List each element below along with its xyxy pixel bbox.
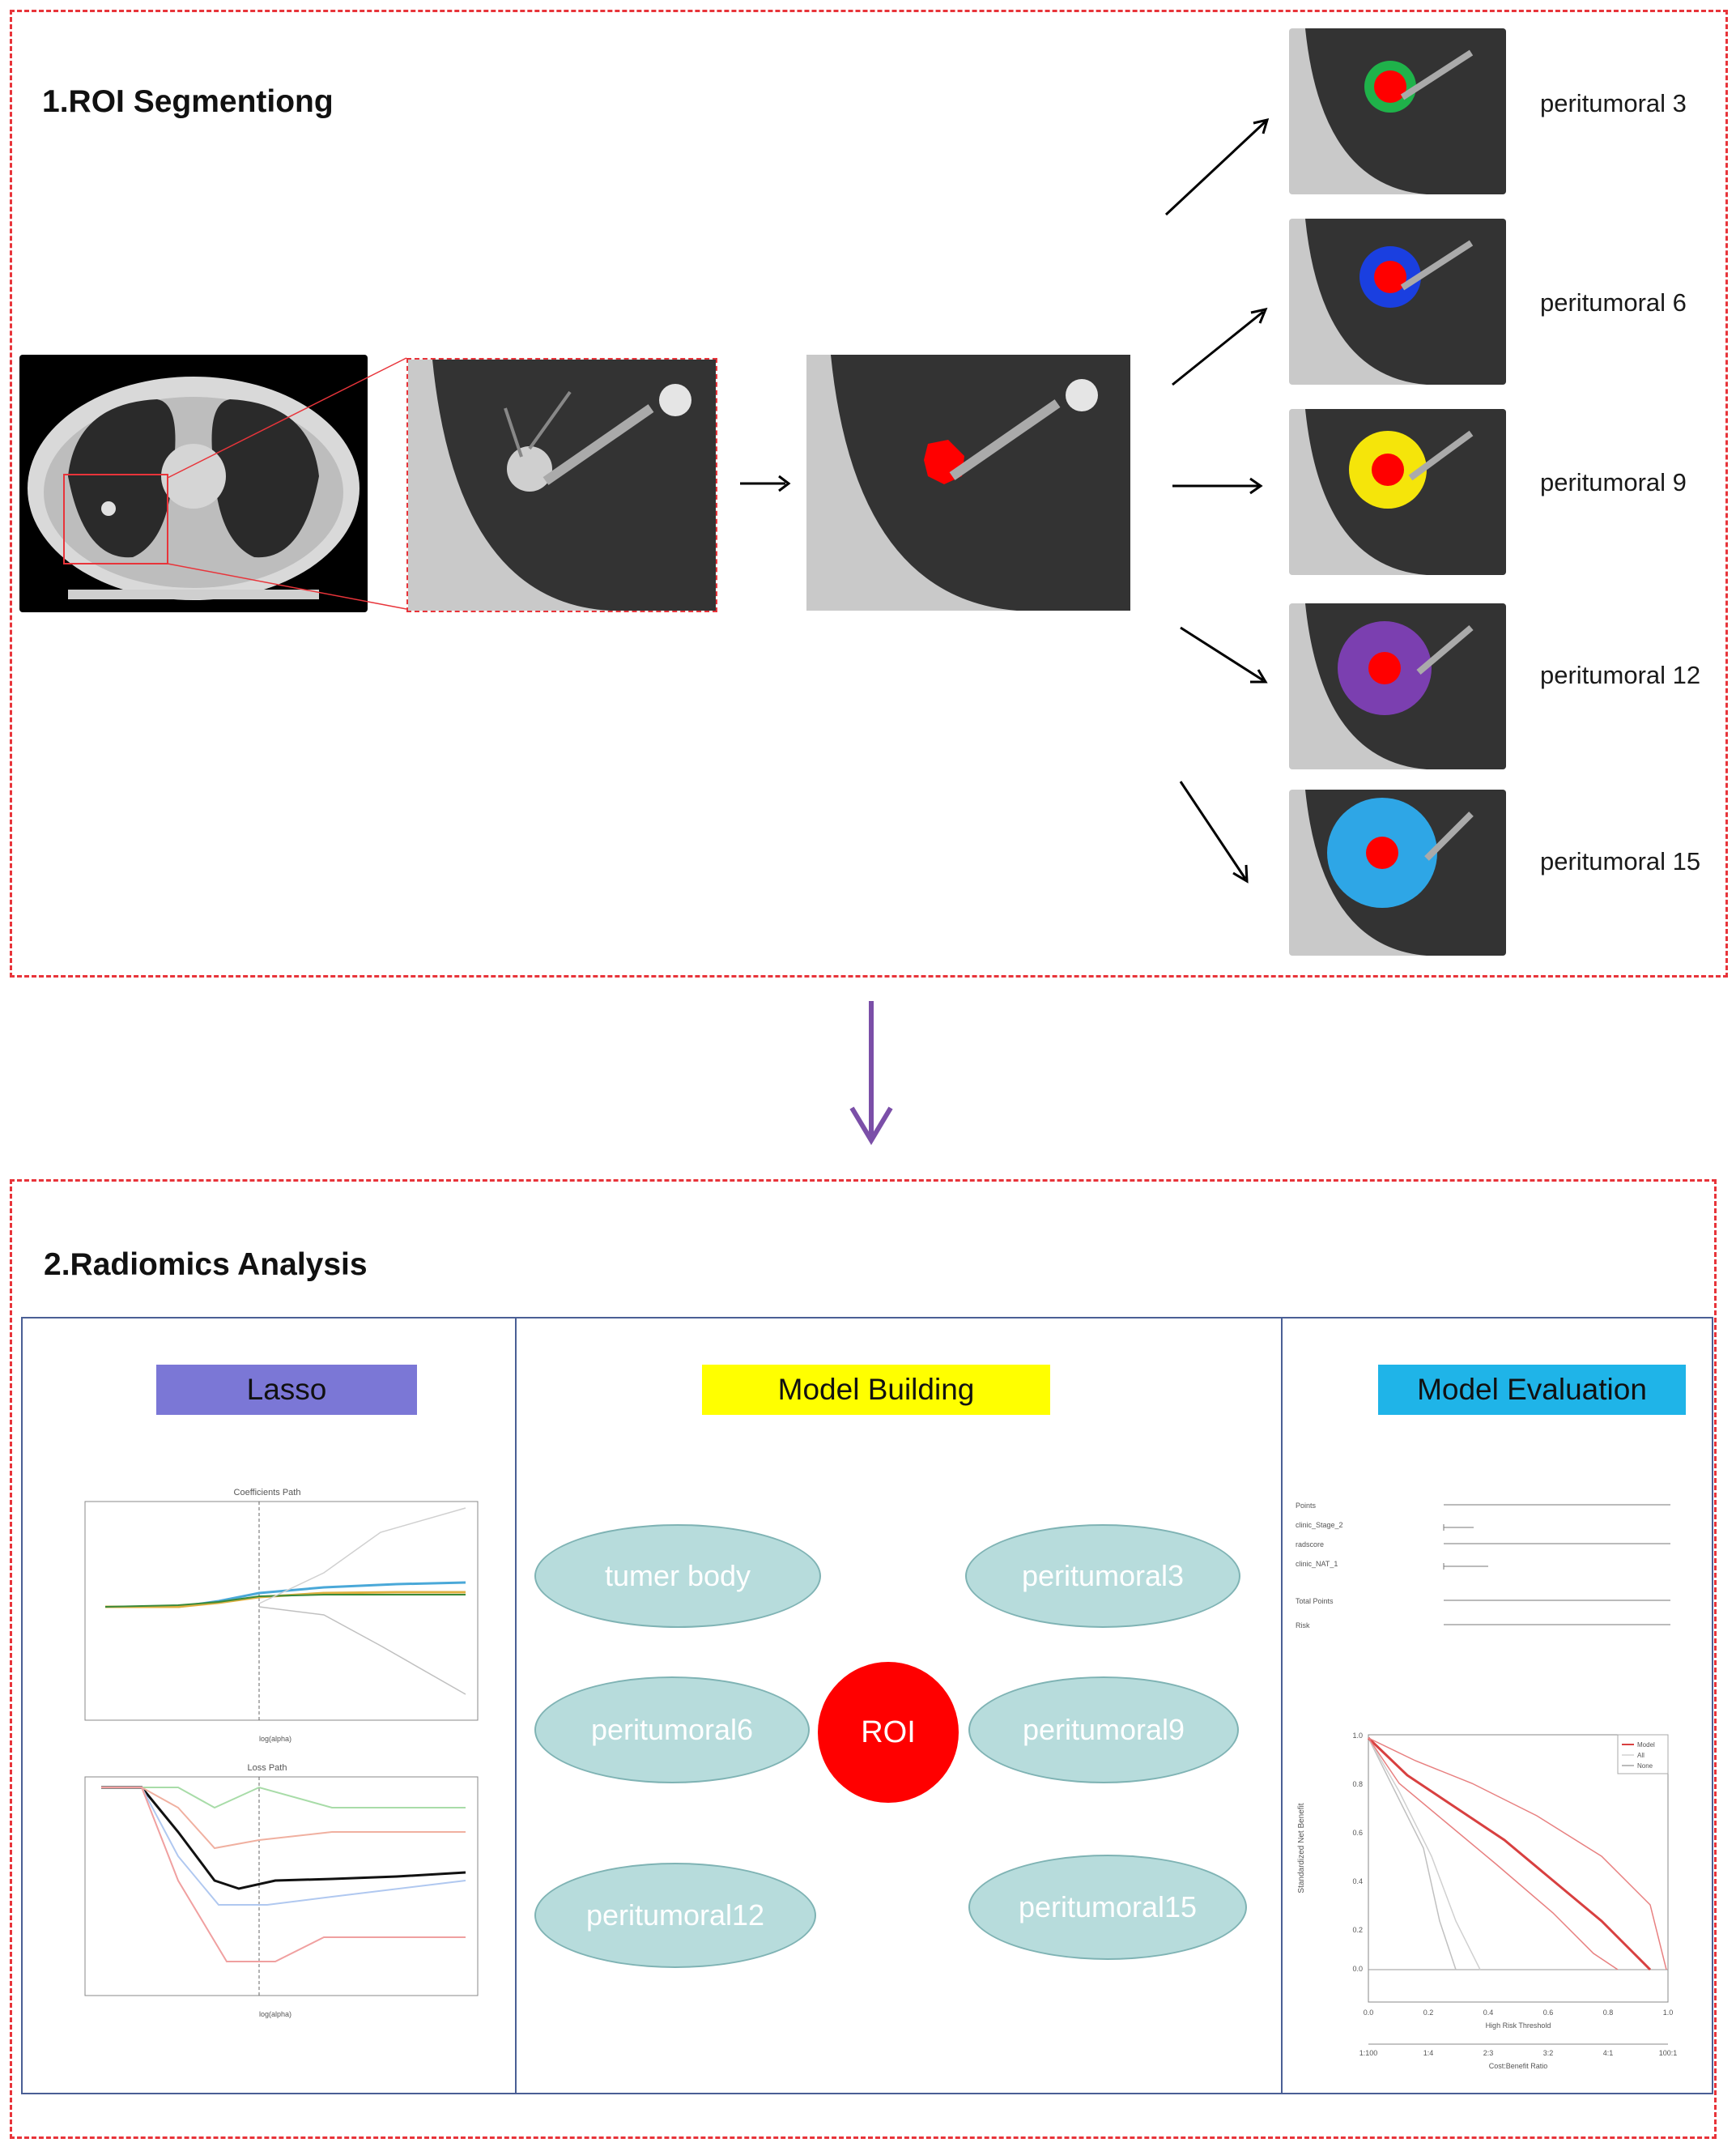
segmented-ct-image: [806, 355, 1130, 611]
dca-ratio-tick: 1:100: [1359, 2049, 1378, 2057]
nomogram-plot: Points clinic_Stage_2 radscore clinic_NA…: [1296, 1502, 1670, 1629]
model-evaluation-header: Model Evaluation: [1378, 1365, 1686, 1415]
coef-plot-xlabel: log(alpha): [259, 1735, 291, 1743]
dca-legend-all: All: [1637, 1752, 1645, 1759]
coefficients-path-plot: Coefficients Path log(alpha): [84, 1488, 479, 1743]
nomo-row-stage: clinic_Stage_2: [1296, 1521, 1343, 1529]
arrow-right-icon: [740, 475, 791, 492]
peritumoral-9-image: [1289, 409, 1506, 575]
node-peritumoral12: peritumoral12: [534, 1863, 816, 1968]
dca-xtick: 0.2: [1423, 2009, 1434, 2017]
dca-xtick: 0.4: [1483, 2009, 1494, 2017]
dca-ytick: 0.2: [1352, 1926, 1363, 1934]
dca-xtick: 0.6: [1543, 2009, 1554, 2017]
node-peritumoral3: peritumoral3: [965, 1524, 1240, 1628]
roi-segmentation-frame: [10, 10, 1728, 978]
peritumoral-12-image: [1289, 603, 1506, 769]
node-roi: ROI: [818, 1662, 959, 1803]
dca-xlabel: High Risk Threshold: [1486, 2021, 1551, 2030]
peritumoral-12-label: peritumoral 12: [1540, 661, 1701, 689]
loss-plot-xlabel: log(alpha): [259, 2010, 291, 2018]
node-peritumoral15: peritumoral15: [968, 1855, 1247, 1960]
dca-ylabel: Standardized Net Benefit: [1297, 1803, 1306, 1893]
nomo-row-nat: clinic_NAT_1: [1296, 1560, 1338, 1568]
section1-title: 1.ROI Segmentiong: [42, 84, 334, 119]
section2-title: 2.Radiomics Analysis: [44, 1247, 368, 1282]
nomo-row-radscore: radscore: [1296, 1540, 1324, 1548]
radiomics-analysis-frame: [10, 1179, 1717, 2139]
decision-curve-plot: Standardized Net Benefit 1.0 0.8 0.6 0.4…: [1297, 1732, 1678, 2070]
dca-ytick: 0.0: [1352, 1965, 1363, 1973]
peritumoral-3-label: peritumoral 3: [1540, 89, 1687, 117]
peritumoral-9-label: peritumoral 9: [1540, 468, 1687, 496]
loss-plot-title: Loss Path: [248, 1763, 287, 1773]
peritumoral-6-label: peritumoral 6: [1540, 288, 1687, 317]
loss-path-plot: Loss Path log(alpha): [84, 1763, 479, 2018]
model-building-header: Model Building: [702, 1365, 1050, 1415]
zoomed-ct-image: [406, 358, 717, 612]
lasso-header: Lasso: [156, 1365, 417, 1415]
model-evaluation-panel: [1281, 1317, 1713, 2094]
dca-xtick: 1.0: [1663, 2009, 1674, 2017]
coef-plot-title: Coefficients Path: [234, 1488, 301, 1497]
dca-xtick: 0.8: [1603, 2009, 1614, 2017]
nomo-row-points: Points: [1296, 1502, 1317, 1510]
peritumoral-6-image: [1289, 219, 1506, 385]
flow-down-arrow-icon: [849, 1001, 893, 1145]
dca-ratio-tick: 4:1: [1603, 2049, 1614, 2057]
peritumoral-15-label: peritumoral 15: [1540, 847, 1701, 875]
dca-xtick: 0.0: [1364, 2009, 1374, 2017]
node-peritumoral9: peritumoral9: [968, 1676, 1239, 1783]
dca-ratio-tick: 3:2: [1543, 2049, 1554, 2057]
zoom-connector: [167, 357, 407, 610]
dca-ratio-tick: 1:4: [1423, 2049, 1434, 2057]
dca-ratio-tick: 100:1: [1659, 2049, 1678, 2057]
dca-ratio-tick: 2:3: [1483, 2049, 1494, 2057]
dca-ytick: 0.6: [1352, 1829, 1363, 1837]
nomo-row-risk: Risk: [1296, 1621, 1310, 1629]
node-peritumoral6: peritumoral6: [534, 1676, 810, 1783]
dca-ytick: 0.8: [1352, 1780, 1363, 1788]
nomo-row-total: Total Points: [1296, 1597, 1334, 1605]
dca-ytick: 0.4: [1352, 1877, 1363, 1885]
node-tumer-body: tumer body: [534, 1524, 821, 1628]
dca-legend-none: None: [1637, 1762, 1653, 1770]
dca-legend-model: Model: [1637, 1741, 1655, 1749]
peritumoral-15-image: [1289, 790, 1506, 956]
fan-arrows: [1164, 117, 1270, 884]
chest-ct-image: [19, 355, 368, 612]
dca-xlabel2: Cost:Benefit Ratio: [1489, 2062, 1548, 2070]
dca-ytick: 1.0: [1352, 1732, 1363, 1740]
peritumoral-3-image: [1289, 28, 1506, 194]
